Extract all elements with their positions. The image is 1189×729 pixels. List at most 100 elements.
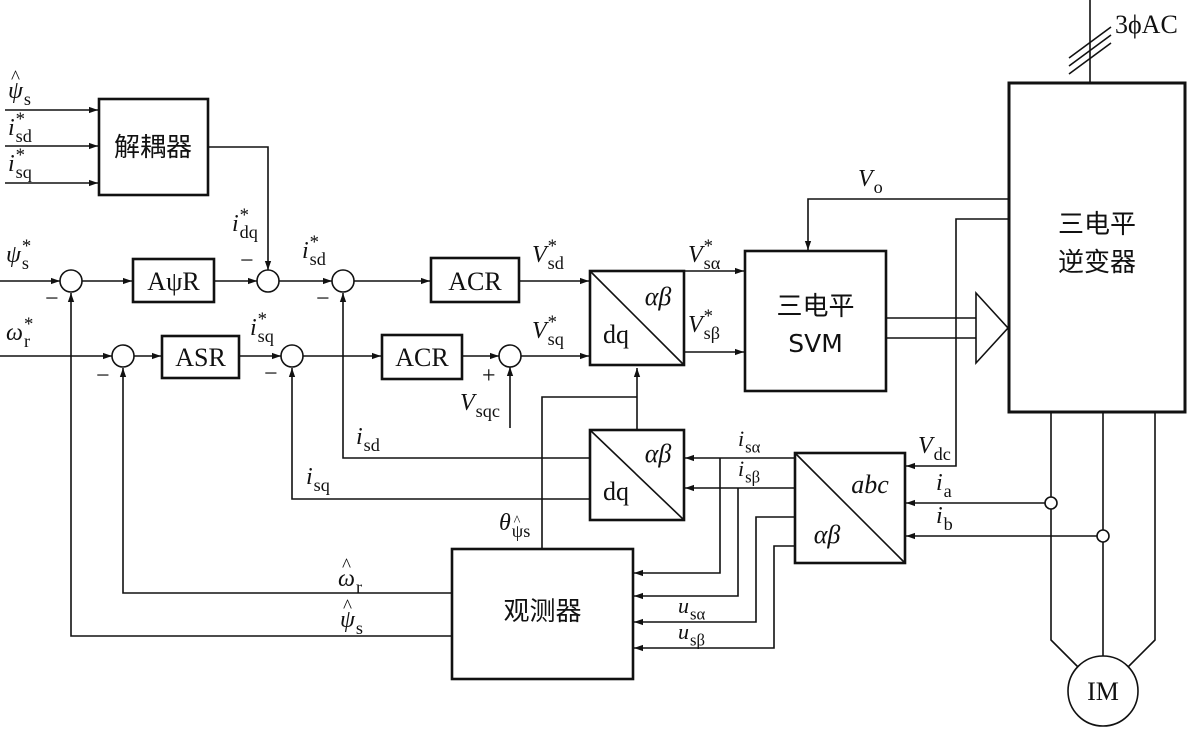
v-sqc-text: V (460, 390, 477, 416)
omega-r-ref-sup: * (24, 314, 33, 335)
i-dq-ref-text: i (232, 211, 239, 237)
label-omega-hat-r: ω^r (338, 555, 362, 597)
psi-s-ref-sub: s (22, 253, 29, 273)
sign-plus-vsqc: + (482, 363, 496, 389)
v-s-beta-ref-sub: sβ (704, 323, 720, 343)
v-sq-ref-sup: * (548, 312, 557, 333)
i-sq-ref2-text: i (250, 315, 257, 341)
label-i-dq-ref: i*dq (232, 205, 258, 242)
psi-s-ref-sup: * (22, 236, 31, 257)
u-s-alpha-text: u (678, 593, 689, 618)
sum-decouple-d (256, 269, 280, 293)
sign-minus-isq: − (264, 361, 278, 387)
label-i-sd-ref2: i*sd (302, 232, 326, 269)
i-sq-text: i (306, 464, 313, 490)
sum-vsqc (498, 344, 522, 368)
i-sd-ref-text: i (8, 115, 15, 141)
observer-label: 观测器 (503, 597, 581, 627)
label-psi-s-ref: ψ*s (6, 236, 31, 273)
psi-s-ref-text: ψ (6, 242, 22, 268)
i-sd-ref-sub: sd (16, 126, 32, 146)
v-o-text: V (858, 166, 875, 192)
theta-sub: ψs (512, 521, 531, 541)
label-psi-hat-s: ψ^s (8, 67, 31, 109)
i-sd-ref2-sup: * (310, 232, 319, 253)
inverter-block: 三电平 逆变器 (1007, 81, 1187, 414)
observer-block: 观测器 (450, 547, 635, 681)
i-s-beta-text: i (738, 456, 744, 481)
speed-regulator-block: ASR (160, 334, 241, 380)
inverter-label-line2: 逆变器 (1058, 248, 1136, 278)
i-sd-ref2-text: i (302, 238, 309, 264)
summing-junctions (59, 269, 522, 368)
abc-to-alphabeta-block: abc αβ (793, 451, 907, 565)
omega-r-ref-text: ω (6, 320, 23, 346)
label-i-sq-ref2: i*sq (250, 309, 274, 346)
sum-isq (280, 344, 304, 368)
supply-label: 3ϕAC (1115, 10, 1178, 39)
i-dq-ref-sub: dq (240, 222, 258, 242)
svm-label-line1: 三电平 (776, 292, 854, 322)
label-omega-r-ref: ω*r (6, 314, 33, 351)
psi-hat-s2-hat: ^ (343, 596, 352, 617)
v-sq-ref-text: V (532, 318, 549, 344)
current-regulator-q-block: ACR (380, 333, 464, 381)
current-sensor-b (1096, 529, 1110, 543)
i-a-text: i (936, 470, 943, 496)
label-psi-hat-s2: ψ^s (340, 596, 363, 638)
abc-transform-abc: abc (851, 470, 889, 499)
v-o-sub: o (874, 177, 883, 197)
label-v-s-beta-ref: V*sβ (688, 306, 720, 343)
label-v-s-alpha-ref: V*sα (688, 236, 721, 273)
svm-label-line2: SVM (788, 329, 843, 358)
i-sd-sub: sd (364, 435, 380, 455)
dq-to-alphabeta-block: αβ dq (588, 269, 686, 367)
i-a-sub: a (944, 481, 952, 501)
i-sq-ref2-sub: sq (258, 326, 274, 346)
sign-minus-flux: − (45, 286, 59, 312)
v-sqc-sub: sqc (476, 401, 500, 421)
label-v-sd-ref: V*sd (532, 236, 564, 273)
v-s-alpha-ref-text: V (688, 242, 705, 268)
omega-hat-r-sub: r (356, 577, 362, 597)
i-dq-ref-sup: * (240, 205, 249, 226)
current-regulator-d-block: ACR (429, 256, 521, 304)
signal-labels: ψ^s i*sd i*sq i*dq ψ*s i*sd ω*r i*sq V*s… (6, 67, 953, 649)
theta-text: θ (499, 510, 511, 536)
sum-isd (331, 269, 355, 293)
psi-hat-s2-sub: s (356, 618, 363, 638)
v-sd-ref-text: V (532, 242, 549, 268)
i-sq-ref-sub: sq (16, 162, 32, 182)
omega-hat-r-text: ω (338, 566, 355, 592)
flux-regulator-block: AψR (131, 257, 216, 304)
sum-speed (111, 344, 135, 368)
u-s-alpha-sub: sα (690, 605, 706, 624)
theta-sub-hat: ^ (514, 514, 521, 530)
i-sq-ref2-sup: * (258, 309, 267, 330)
wires (0, 0, 1156, 671)
i-s-alpha-sub: sα (745, 438, 761, 457)
svm-block: 三电平 SVM (743, 249, 888, 393)
v-dc-text: V (918, 433, 935, 459)
i-sd-ref-sup: * (16, 109, 25, 130)
v-sd-ref-sub: sd (548, 253, 564, 273)
lower-transform-alphabeta: αβ (645, 439, 672, 468)
psi-hat-s-hat: ^ (11, 67, 20, 88)
upper-transform-alphabeta: αβ (645, 282, 672, 311)
psi-hat-s-sub: s (24, 89, 31, 109)
current-sensor-a (1044, 496, 1058, 510)
v-sd-ref-sup: * (548, 236, 557, 257)
v-s-alpha-ref-sub: sα (704, 253, 721, 273)
fat-arrow-svm-to-inverter (975, 290, 1010, 366)
v-s-beta-ref-sup: * (704, 306, 713, 327)
